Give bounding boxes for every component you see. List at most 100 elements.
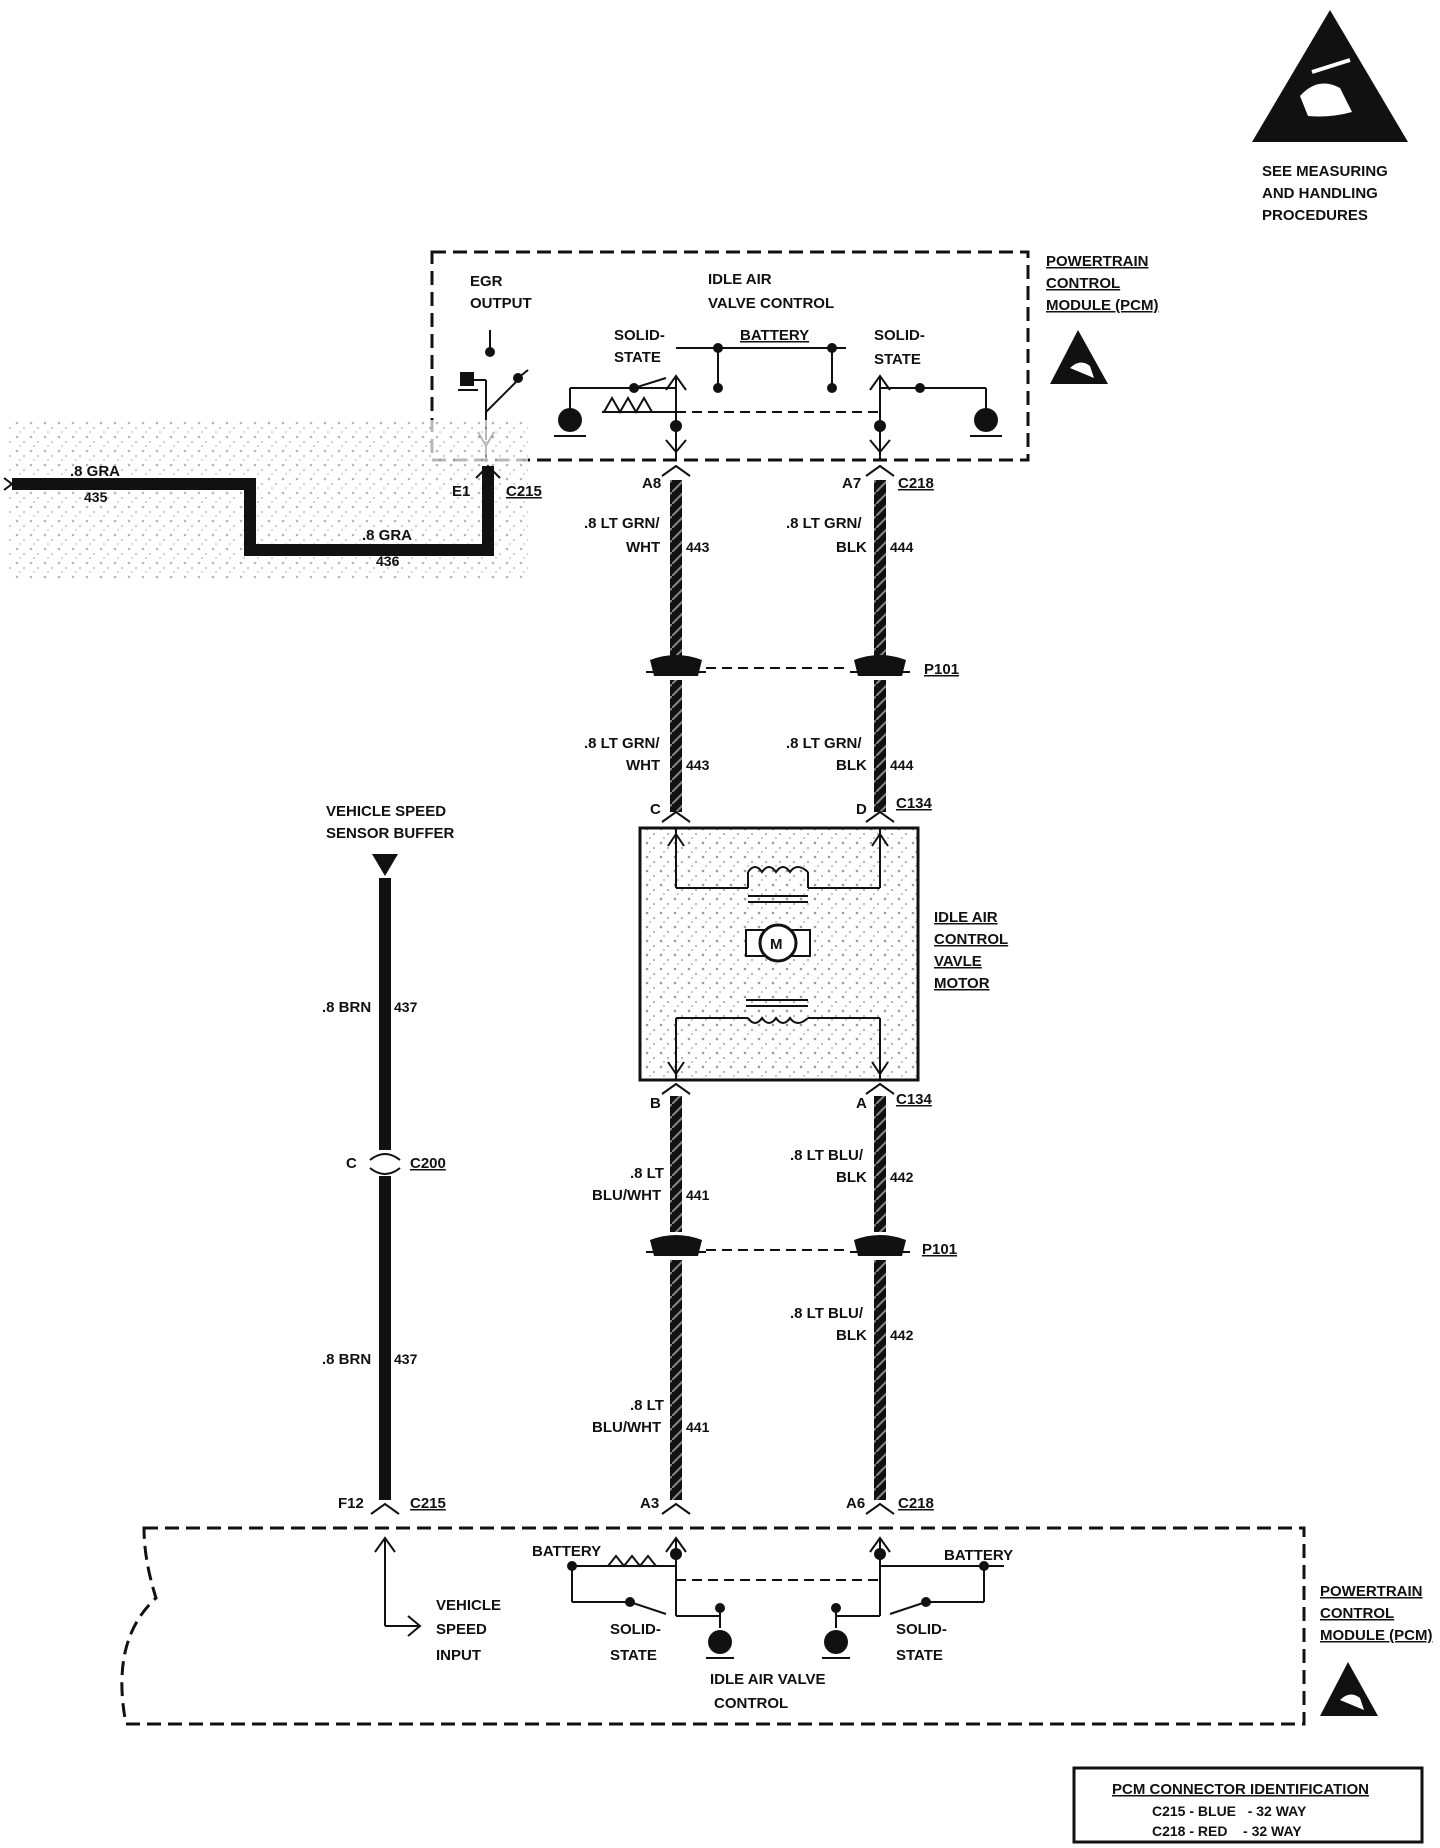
vsi-label-1: VEHICLE bbox=[436, 1597, 501, 1614]
vss-title-1: VEHICLE SPEED bbox=[326, 803, 446, 820]
wire-443-gauge-1: .8 LT GRN/ bbox=[584, 515, 660, 532]
pin-a6: A6 bbox=[846, 1495, 865, 1512]
connector-c218-bottom: C218 bbox=[898, 1495, 934, 1512]
pin-a3: A3 bbox=[640, 1495, 659, 1512]
wire-442-upper bbox=[874, 1096, 886, 1232]
wire-442b-gauge-1: .8 LT BLU/ bbox=[790, 1305, 864, 1322]
p101-lower-connector-icon bbox=[646, 1235, 910, 1256]
wire-437b-circuit: 437 bbox=[394, 1351, 418, 1367]
pin-a8: A8 bbox=[642, 475, 661, 492]
wire-443-circuit: 443 bbox=[686, 539, 710, 555]
esd-warning-icon bbox=[1252, 10, 1408, 142]
solid-state-top-right-1: SOLID- bbox=[874, 327, 925, 344]
pin-a7: A7 bbox=[842, 475, 861, 492]
vsi-label-3: INPUT bbox=[436, 1647, 481, 1664]
wire-437-circuit: 437 bbox=[394, 999, 418, 1015]
wire-437-gauge: .8 BRN bbox=[322, 999, 371, 1016]
wire-444b-gauge-1: .8 LT GRN/ bbox=[786, 735, 862, 752]
connector-c215-top: C215 bbox=[506, 483, 542, 500]
iac-top-label-1: IDLE AIR bbox=[708, 271, 772, 288]
esd-notice-line1: SEE MEASURING bbox=[1262, 163, 1388, 180]
wire-442-lower bbox=[874, 1260, 886, 1500]
wire-441-lower bbox=[670, 1260, 682, 1500]
wire-441b-gauge-1: .8 LT bbox=[630, 1397, 664, 1414]
p101-upper-label: P101 bbox=[924, 661, 959, 678]
pin-f12: F12 bbox=[338, 1495, 364, 1512]
wire-442b-gauge-2: BLK bbox=[836, 1327, 867, 1344]
wire-443-lower bbox=[670, 680, 682, 812]
motor-symbol-icon bbox=[758, 923, 798, 963]
wire-435-gauge: .8 GRA bbox=[70, 463, 120, 480]
pin-c: C bbox=[650, 801, 661, 818]
pcm-bottom-title-3: MODULE (PCM) bbox=[1320, 1627, 1433, 1644]
wire-444b-circuit: 444 bbox=[890, 757, 914, 773]
pin-b: B bbox=[650, 1095, 661, 1112]
pcm-bottom-title-2: CONTROL bbox=[1320, 1605, 1394, 1622]
p101-lower-label: P101 bbox=[922, 1241, 957, 1258]
iac-bottom-circuit bbox=[567, 1536, 1004, 1659]
solid-state-bottom-right-2: STATE bbox=[896, 1647, 943, 1664]
wire-442-circuit: 442 bbox=[890, 1169, 914, 1185]
wire-443b-gauge-2: WHT bbox=[626, 757, 660, 774]
battery-top-label: BATTERY bbox=[740, 327, 809, 344]
wire-444-circuit: 444 bbox=[890, 539, 914, 555]
wire-443-upper bbox=[670, 480, 682, 656]
connector-id-box bbox=[1072, 1766, 1424, 1844]
iac-bottom-label-1: IDLE AIR VALVE bbox=[710, 1671, 826, 1688]
vss-buffer-arrow-icon bbox=[372, 854, 398, 876]
solid-state-bottom-left-2: STATE bbox=[610, 1647, 657, 1664]
vsi-label-2: SPEED bbox=[436, 1621, 487, 1638]
wire-442-gauge-2: BLK bbox=[836, 1169, 867, 1186]
motor-label-1: IDLE AIR bbox=[934, 909, 998, 926]
wire-436-circuit: 436 bbox=[376, 553, 400, 569]
esd-notice-line2: AND HANDLING bbox=[1262, 185, 1378, 202]
wire-435-circuit: 435 bbox=[84, 489, 108, 505]
p101-upper-connector-icon bbox=[646, 655, 910, 676]
connector-id-line2: C218 - RED - 32 WAY bbox=[1152, 1823, 1302, 1839]
c200-connector-icon bbox=[369, 1153, 401, 1175]
wire-441b-circuit: 441 bbox=[686, 1419, 710, 1435]
motor-label-4: MOTOR bbox=[934, 975, 990, 992]
pcm-bottom-title-1: POWERTRAIN bbox=[1320, 1583, 1423, 1600]
pcm-bottom-box bbox=[120, 1526, 1306, 1726]
wire-441-gauge-2: BLU/WHT bbox=[592, 1187, 661, 1204]
wire-442b-circuit: 442 bbox=[890, 1327, 914, 1343]
connector-c218-top: C218 bbox=[898, 475, 934, 492]
connector-id-title: PCM CONNECTOR IDENTIFICATION bbox=[1112, 1781, 1369, 1798]
wire-441-upper bbox=[670, 1096, 682, 1232]
battery-bottom-right: BATTERY bbox=[944, 1547, 1013, 1564]
solid-state-top-right-2: STATE bbox=[874, 351, 921, 368]
solid-state-top-left-1: SOLID- bbox=[614, 327, 665, 344]
wire-441-circuit: 441 bbox=[686, 1187, 710, 1203]
iac-motor-internals bbox=[667, 828, 889, 1080]
motor-symbol: M bbox=[770, 936, 783, 953]
connector-id-line1: C215 - BLUE - 32 WAY bbox=[1152, 1803, 1307, 1819]
wire-444-lower bbox=[874, 680, 886, 812]
connector-c215-bottom: C215 bbox=[410, 1495, 446, 1512]
egr-output-label-2: OUTPUT bbox=[470, 295, 532, 312]
wire-444b-gauge-2: BLK bbox=[836, 757, 867, 774]
pcm-bottom-esd-icon bbox=[1320, 1662, 1378, 1716]
solid-state-top-left-2: STATE bbox=[614, 349, 661, 366]
wire-441b-gauge-2: BLU/WHT bbox=[592, 1419, 661, 1436]
pin-e1: E1 bbox=[452, 483, 470, 500]
vss-title-2: SENSOR BUFFER bbox=[326, 825, 455, 842]
motor-label-3: VAVLE bbox=[934, 953, 982, 970]
egr-wire-435-436 bbox=[3, 420, 528, 580]
solid-state-bottom-left-1: SOLID- bbox=[610, 1621, 661, 1638]
pcm-top-box bbox=[430, 250, 1030, 462]
pcm-top-title-1: POWERTRAIN bbox=[1046, 253, 1149, 270]
wire-437b-gauge: .8 BRN bbox=[322, 1351, 371, 1368]
iac-bottom-label-2: CONTROL bbox=[714, 1695, 788, 1712]
connector-c134-bottom: C134 bbox=[896, 1091, 933, 1108]
c200-pin: C bbox=[346, 1155, 357, 1172]
wire-441-gauge-1: .8 LT bbox=[630, 1165, 664, 1182]
wire-444-gauge-1: .8 LT GRN/ bbox=[786, 515, 862, 532]
connector-c134-top: C134 bbox=[896, 795, 933, 812]
egr-output-label-1: EGR bbox=[470, 273, 503, 290]
pin-a: A bbox=[856, 1095, 867, 1112]
pcm-top-esd-icon bbox=[1050, 330, 1108, 384]
esd-notice-line3: PROCEDURES bbox=[1262, 207, 1368, 224]
pcm-top-title-3: MODULE (PCM) bbox=[1046, 297, 1159, 314]
